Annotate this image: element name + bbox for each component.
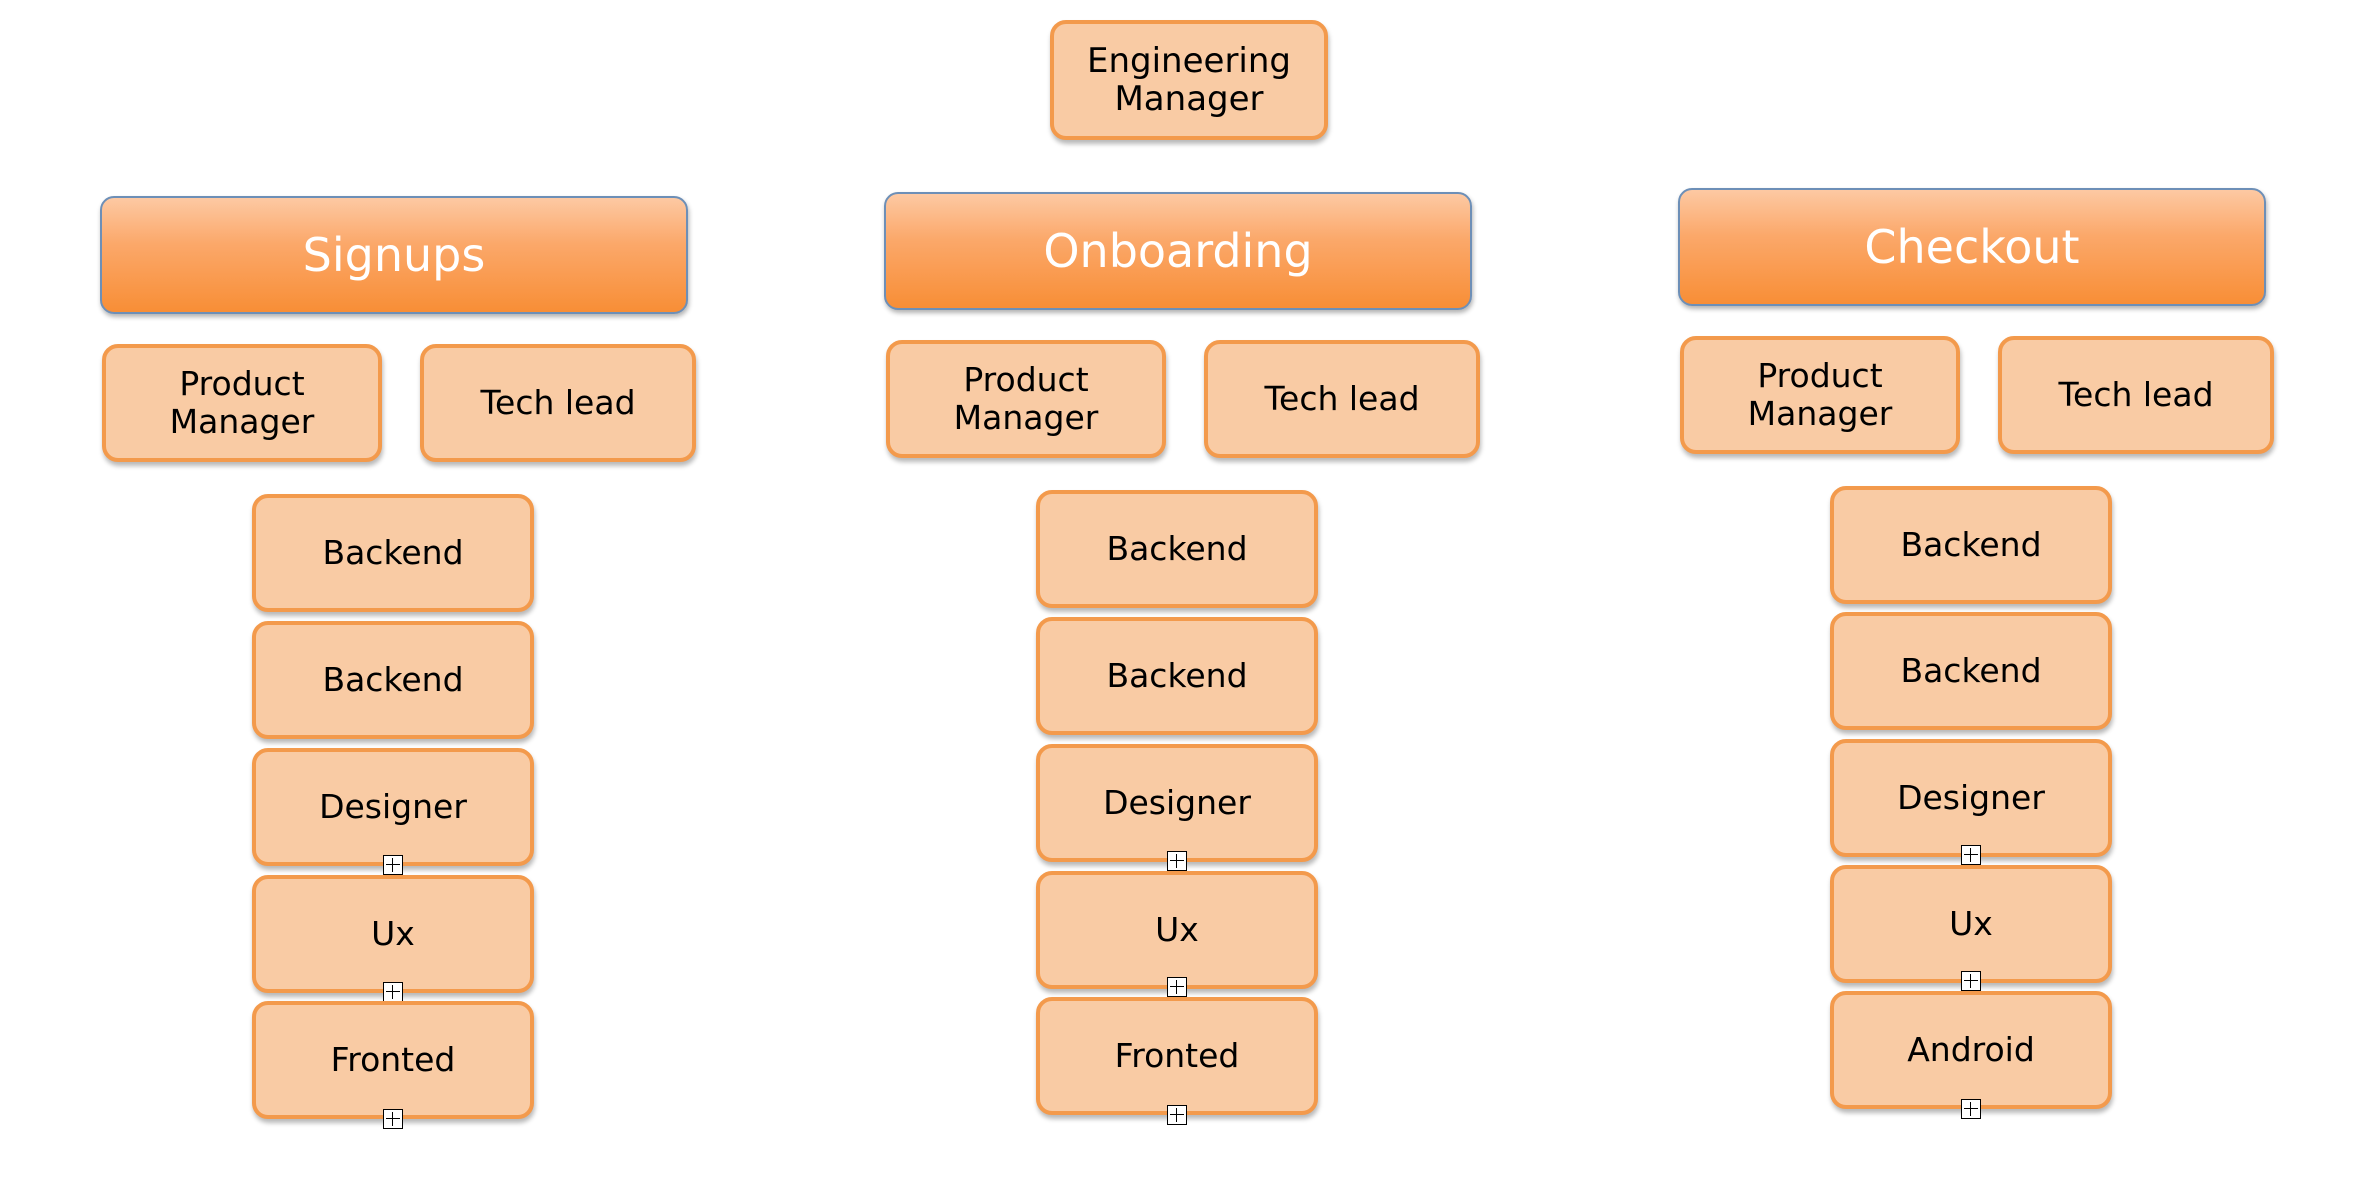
onboarding-tech-lead-node[interactable]: Tech lead [1204,340,1480,458]
onboarding-product-manager-node[interactable]: Product Manager [886,340,1166,458]
plus-box-icon[interactable] [1167,977,1187,997]
role-label: Backend [1106,656,1248,696]
role-label: Backend [322,660,464,700]
onboarding-backend-node-1[interactable]: Backend [1036,490,1318,608]
onboarding-ux-node[interactable]: Ux [1036,871,1318,989]
onboarding-designer-node[interactable]: Designer [1036,744,1318,862]
plus-box-icon[interactable] [1167,851,1187,871]
role-label: Tech lead [2058,375,2214,415]
team-checkout-header[interactable]: Checkout [1678,188,2266,306]
role-label: Tech lead [480,383,636,423]
role-label: Backend [1900,651,2042,691]
checkout-ux-node[interactable]: Ux [1830,865,2112,983]
team-name: Signups [302,228,486,282]
role-label: Designer [319,787,467,827]
team-signups-header[interactable]: Signups [100,196,688,314]
role-label: Tech lead [1264,379,1420,419]
signups-ux-node[interactable]: Ux [252,875,534,993]
role-label: Ux [371,914,415,954]
checkout-tech-lead-node[interactable]: Tech lead [1998,336,2274,454]
checkout-backend-node-2[interactable]: Backend [1830,612,2112,730]
plus-box-icon[interactable] [1961,1099,1981,1119]
signups-product-manager-node[interactable]: Product Manager [102,344,382,462]
team-name: Checkout [1864,220,2080,274]
signups-designer-node[interactable]: Designer [252,748,534,866]
plus-box-icon[interactable] [383,982,403,1002]
role-label: Product Manager [169,364,315,441]
role-label: Product Manager [953,360,1099,437]
role-label: Fronted [330,1040,456,1080]
checkout-android-node[interactable]: Android [1830,991,2112,1109]
signups-backend-node-1[interactable]: Backend [252,494,534,612]
onboarding-fronted-node[interactable]: Fronted [1036,997,1318,1115]
role-label: Ux [1155,910,1199,950]
engineering-manager-node[interactable]: Engineering Manager [1050,20,1328,140]
plus-box-icon[interactable] [383,1109,403,1129]
role-label: Android [1907,1030,2035,1070]
role-label: Backend [322,533,464,573]
team-name: Onboarding [1043,224,1313,278]
signups-tech-lead-node[interactable]: Tech lead [420,344,696,462]
plus-box-icon[interactable] [1167,1105,1187,1125]
signups-backend-node-2[interactable]: Backend [252,621,534,739]
engineering-manager-label: Engineering Manager [1087,41,1291,119]
plus-box-icon[interactable] [1961,845,1981,865]
plus-box-icon[interactable] [383,855,403,875]
team-onboarding-header[interactable]: Onboarding [884,192,1472,310]
role-label: Ux [1949,904,1993,944]
role-label: Backend [1900,525,2042,565]
checkout-backend-node-1[interactable]: Backend [1830,486,2112,604]
plus-box-icon[interactable] [1961,971,1981,991]
signups-fronted-node[interactable]: Fronted [252,1001,534,1119]
role-label: Backend [1106,529,1248,569]
role-label: Designer [1897,778,2045,818]
onboarding-backend-node-2[interactable]: Backend [1036,617,1318,735]
role-label: Product Manager [1747,356,1893,433]
checkout-designer-node[interactable]: Designer [1830,739,2112,857]
role-label: Designer [1103,783,1251,823]
checkout-product-manager-node[interactable]: Product Manager [1680,336,1960,454]
role-label: Fronted [1114,1036,1240,1076]
